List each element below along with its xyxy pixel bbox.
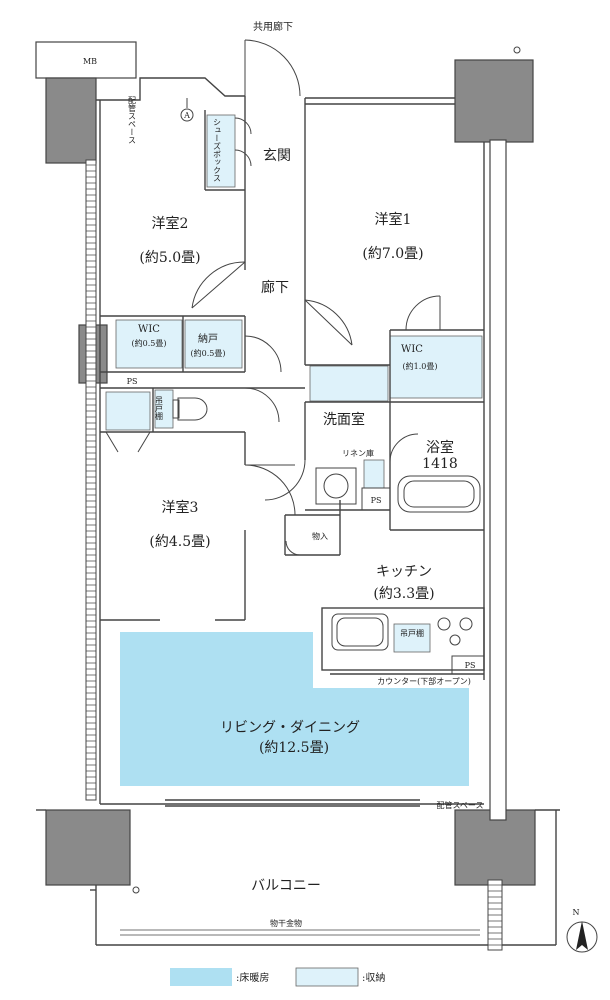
- closet-room3-storage: [105, 391, 151, 431]
- room3-name: 洋室3: [162, 499, 199, 516]
- counter-label: カウンター(下部オープン): [377, 676, 471, 686]
- ps-left-label: PS: [127, 377, 138, 386]
- column-top-right: [454, 59, 534, 143]
- storage-room-size: (約0.5畳): [191, 348, 226, 358]
- storage-room-label: 納戸: [198, 332, 218, 345]
- marker-a-label: A: [183, 111, 190, 120]
- corridor-label: 共用廊下: [253, 20, 293, 33]
- doors: [105, 39, 441, 556]
- kitchen-shelf-storage: [393, 623, 431, 653]
- entrance-label: 玄関: [263, 147, 291, 164]
- wic-large-label: WIC: [401, 344, 423, 355]
- column-mark-bottom: [132, 886, 140, 894]
- column-mark-top: [513, 46, 521, 54]
- marker-a-circle: [180, 108, 194, 122]
- linen-label: リネン庫: [342, 448, 374, 458]
- kitchen-name: キッチン: [376, 564, 432, 580]
- column-strip-right: [487, 879, 503, 951]
- hallway-label: 廊下: [261, 279, 289, 296]
- room2-name: 洋室2: [152, 215, 189, 232]
- storage-small-label: 物入: [312, 531, 328, 541]
- washroom-label: 洗面室: [323, 411, 365, 428]
- north-label: N: [573, 908, 580, 917]
- living-name: リビング・ダイニング: [220, 720, 360, 736]
- living-size: (約12.5畳): [259, 740, 329, 756]
- legend-storage-label: :収納: [362, 971, 385, 984]
- wic-large-storage: [389, 335, 483, 399]
- shoebox-label: シューズボックス: [213, 118, 222, 182]
- walls: [36, 77, 560, 946]
- wic-small-size: (約0.5畳): [132, 338, 167, 348]
- wic-small-storage: [115, 319, 183, 369]
- outer-wall-right: [489, 139, 507, 821]
- linen-storage: [363, 459, 385, 489]
- room3-size: (約4.5畳): [149, 534, 210, 550]
- mb-label: MB: [83, 57, 97, 66]
- legend-heating-swatch: [170, 968, 232, 986]
- column-top-left: [45, 77, 97, 164]
- ps-mid-label: PS: [371, 496, 382, 505]
- balcony-label: バルコニー: [251, 878, 321, 894]
- kitchen-shelf-label: 吊戸棚: [400, 628, 424, 638]
- kitchen-size: (約3.3畳): [373, 586, 434, 602]
- washroom-shelf-storage: [309, 365, 389, 402]
- storage-room-fill: [184, 319, 243, 369]
- room2-size: (約5.0畳): [139, 250, 200, 266]
- north-arrow-icon: [566, 921, 598, 953]
- pipe-space-top-label: 配管スペース: [128, 96, 137, 144]
- bath-size: 1418: [422, 456, 458, 472]
- column-bottom-left: [45, 809, 131, 886]
- shoebox-storage: [206, 114, 236, 188]
- room1-name: 洋室1: [375, 211, 412, 228]
- fixtures: [172, 397, 485, 675]
- column-bottom-right: [454, 809, 536, 886]
- room1-size: (約7.0畳): [362, 246, 423, 262]
- ps-kitchen-label: PS: [465, 661, 476, 670]
- pipe-space-bottom-label: 配管スペース: [436, 800, 483, 810]
- legend-heating-label: :床暖房: [236, 971, 269, 984]
- living-floor-heating: [120, 632, 469, 786]
- drying-hardware-label: 物干金物: [270, 918, 302, 928]
- toilet-shelf-label: 吊戸棚: [155, 396, 164, 421]
- wic-large-size: (約1.0畳): [403, 361, 438, 371]
- window-left-hatch: [85, 159, 97, 801]
- legend-storage-swatch: [295, 967, 359, 987]
- bath-name: 浴室: [426, 439, 454, 456]
- wic-small-label: WIC: [138, 324, 160, 335]
